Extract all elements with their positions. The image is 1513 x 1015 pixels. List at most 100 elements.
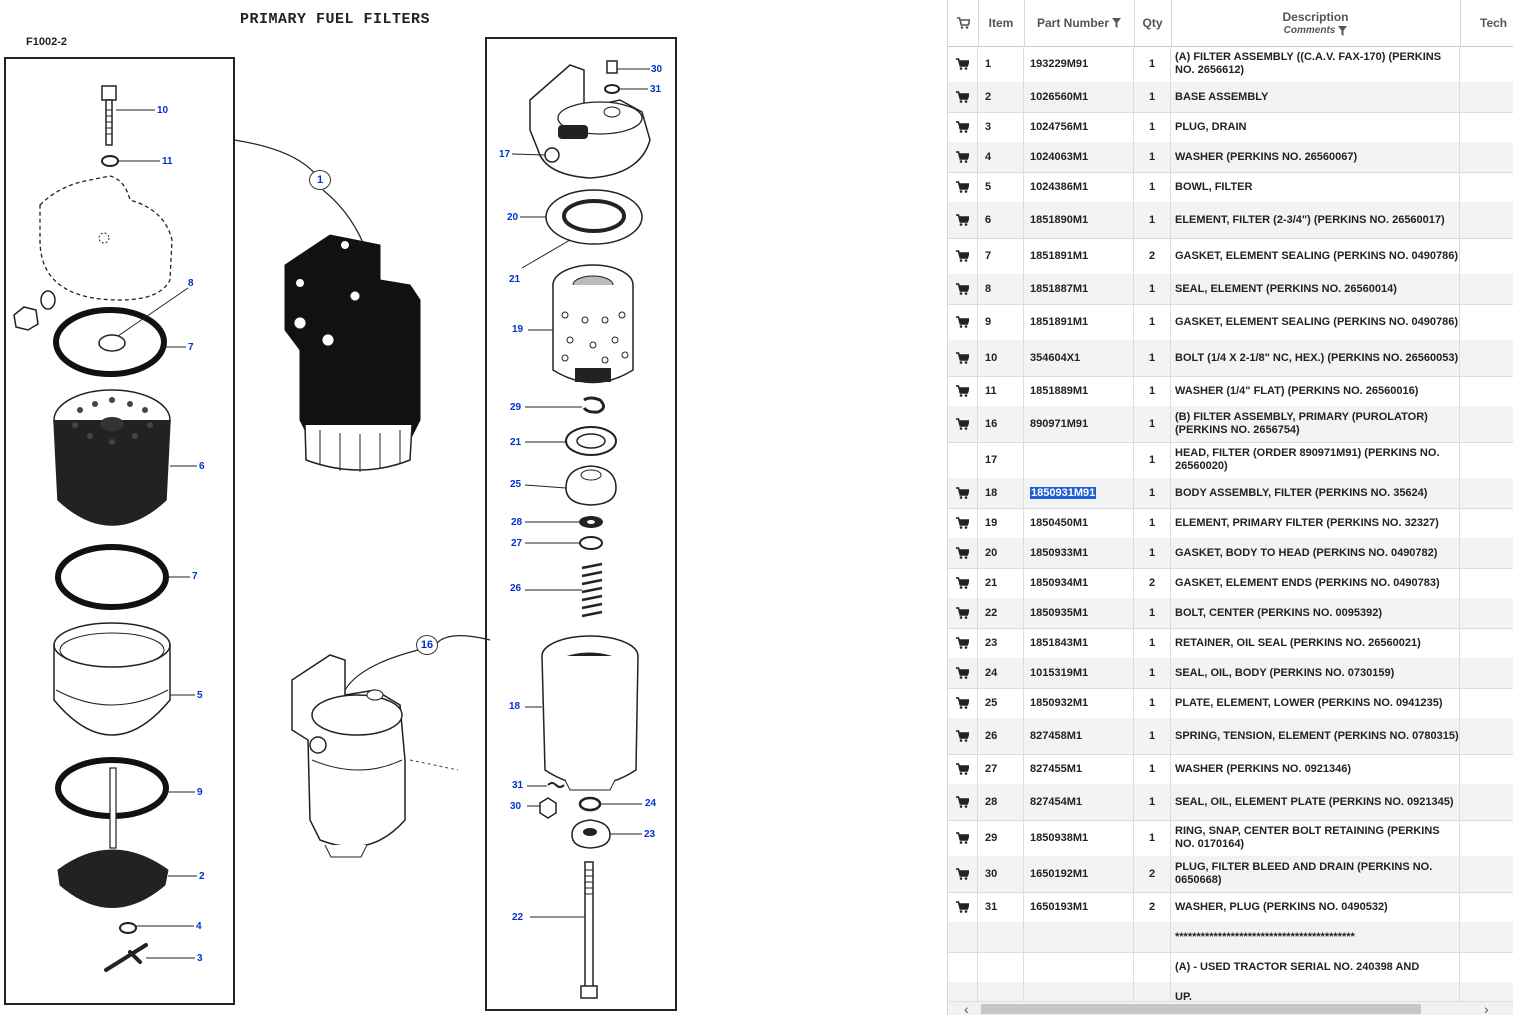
callout[interactable]: 5 — [197, 690, 203, 701]
part-number-cell[interactable]: 1850933M1 — [1024, 538, 1134, 568]
part-number-cell[interactable]: 1650193M1 — [1024, 892, 1134, 922]
part-number-cell[interactable]: 1026560M1 — [1024, 82, 1134, 112]
callout[interactable]: 19 — [512, 324, 524, 335]
add-to-cart-cell[interactable] — [948, 142, 978, 172]
callout[interactable]: 23 — [644, 829, 656, 840]
description-column-header[interactable]: Description Comments — [1171, 0, 1461, 46]
callout[interactable]: 31 — [512, 780, 524, 791]
add-to-cart-icon[interactable] — [956, 868, 969, 880]
part-number-cell[interactable] — [1024, 982, 1134, 1012]
part-number-cell[interactable]: 1851891M1 — [1024, 304, 1134, 340]
part-number-cell[interactable]: 1024063M1 — [1024, 142, 1134, 172]
add-to-cart-cell[interactable] — [948, 406, 978, 442]
add-to-cart-icon[interactable] — [956, 832, 969, 844]
add-to-cart-cell[interactable] — [948, 892, 978, 922]
callout[interactable]: 25 — [510, 479, 522, 490]
add-to-cart-icon[interactable] — [956, 730, 969, 742]
callout[interactable]: 4 — [196, 921, 202, 932]
part-number-cell[interactable] — [1024, 952, 1134, 982]
part-number-cell[interactable]: 1850450M1 — [1024, 508, 1134, 538]
add-to-cart-icon[interactable] — [956, 697, 969, 709]
add-to-cart-icon[interactable] — [956, 121, 969, 133]
part-number-cell[interactable]: 1024756M1 — [1024, 112, 1134, 142]
add-to-cart-icon[interactable] — [956, 181, 969, 193]
callout[interactable]: 21 — [510, 437, 522, 448]
part-number-cell[interactable]: 890971M91 — [1024, 406, 1134, 442]
callout[interactable]: 21 — [509, 274, 521, 285]
callout[interactable]: 27 — [511, 538, 523, 549]
part-number-cell[interactable] — [1024, 442, 1134, 478]
filter-icon[interactable] — [1338, 25, 1348, 36]
part-number-cell[interactable]: 1851887M1 — [1024, 274, 1134, 304]
add-to-cart-cell[interactable] — [948, 202, 978, 238]
callout[interactable]: 31 — [650, 84, 662, 95]
table-row[interactable]: ****************************************… — [948, 922, 1513, 953]
part-number-cell[interactable]: 827458M1 — [1024, 718, 1134, 754]
add-to-cart-cell[interactable] — [948, 718, 978, 754]
item-column-header[interactable]: Item — [978, 0, 1025, 46]
part-number-cell[interactable]: 1850932M1 — [1024, 688, 1134, 718]
part-number-cell[interactable]: 1851890M1 — [1024, 202, 1134, 238]
callout[interactable]: 3 — [197, 953, 203, 964]
add-to-cart-cell[interactable] — [948, 784, 978, 820]
add-to-cart-icon[interactable] — [956, 151, 969, 163]
tech-column-header[interactable]: Tech — [1480, 16, 1508, 30]
add-to-cart-icon[interactable] — [956, 667, 969, 679]
add-to-cart-icon[interactable] — [956, 637, 969, 649]
add-to-cart-icon[interactable] — [956, 250, 969, 262]
add-to-cart-cell[interactable] — [948, 754, 978, 784]
add-to-cart-icon[interactable] — [956, 901, 969, 913]
callout[interactable]: 20 — [507, 212, 519, 223]
callout[interactable]: 17 — [499, 149, 511, 160]
scroll-left-arrow-icon[interactable]: ‹ — [964, 1001, 969, 1015]
add-to-cart-icon[interactable] — [956, 763, 969, 775]
callout[interactable]: 10 — [157, 105, 169, 116]
add-to-cart-icon[interactable] — [956, 385, 969, 397]
part-number-cell[interactable]: 1024386M1 — [1024, 172, 1134, 202]
part-number-cell[interactable]: 1851889M1 — [1024, 376, 1134, 406]
add-to-cart-cell[interactable] — [948, 238, 978, 274]
callout[interactable]: 9 — [197, 787, 203, 798]
add-to-cart-icon[interactable] — [956, 91, 969, 103]
part-number-cell[interactable]: 1015319M1 — [1024, 658, 1134, 688]
part-number-column-header[interactable]: Part Number — [1024, 0, 1135, 46]
table-row[interactable]: (A) - USED TRACTOR SERIAL NO. 240398 AND — [948, 952, 1513, 983]
add-to-cart-cell[interactable] — [948, 508, 978, 538]
part-number-cell[interactable]: 1850935M1 — [1024, 598, 1134, 628]
add-to-cart-cell[interactable] — [948, 304, 978, 340]
scrollbar-thumb[interactable] — [981, 1004, 1421, 1014]
add-to-cart-icon[interactable] — [956, 607, 969, 619]
add-to-cart-icon[interactable] — [956, 58, 969, 70]
callout[interactable]: 8 — [188, 278, 194, 289]
part-number-cell[interactable]: 1850931M91 — [1024, 478, 1134, 508]
add-to-cart-icon[interactable] — [956, 352, 969, 364]
add-to-cart-cell[interactable] — [948, 568, 978, 598]
assembly-bubble[interactable]: 1 — [309, 170, 331, 190]
add-to-cart-icon[interactable] — [956, 796, 969, 808]
cart-column-header[interactable] — [948, 0, 979, 46]
add-to-cart-icon[interactable] — [956, 214, 969, 226]
add-to-cart-icon[interactable] — [956, 517, 969, 529]
add-to-cart-icon[interactable] — [956, 547, 969, 559]
add-to-cart-cell[interactable] — [948, 598, 978, 628]
add-to-cart-cell[interactable] — [948, 172, 978, 202]
part-number-cell[interactable]: 193229M91 — [1024, 46, 1134, 82]
part-number-cell[interactable]: 1851891M1 — [1024, 238, 1134, 274]
callout[interactable]: 7 — [192, 571, 198, 582]
